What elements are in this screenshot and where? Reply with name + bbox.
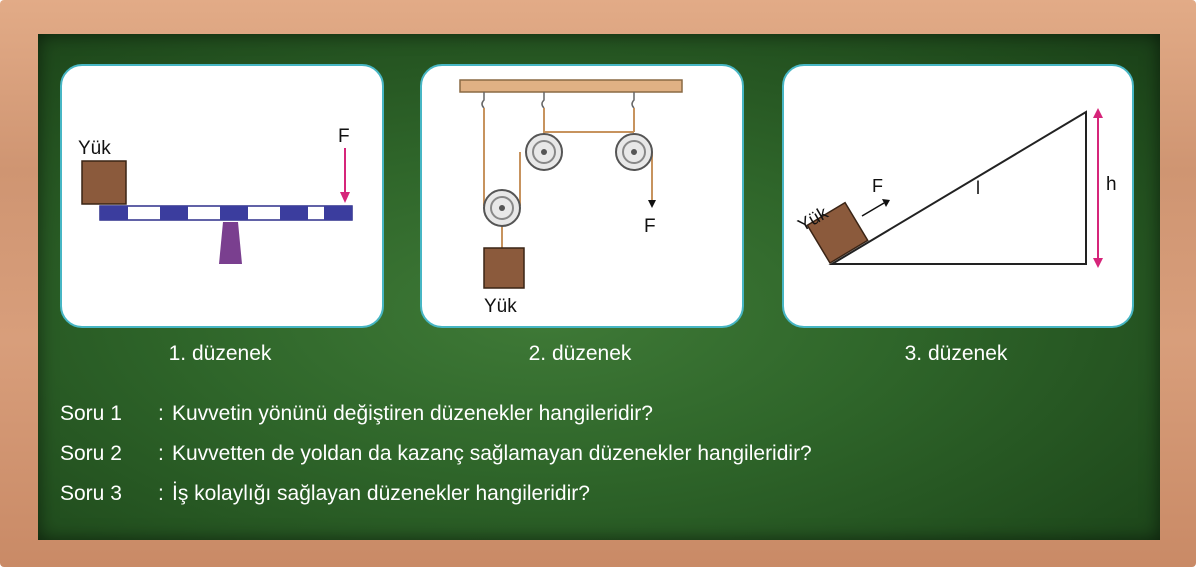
height-arrow-head: [1093, 108, 1103, 118]
lever-segment: [160, 206, 188, 220]
load-label: Yük: [78, 138, 111, 159]
pulley-diagram: F Yük: [459, 79, 683, 317]
height-arrow-head: [1093, 258, 1103, 268]
incline-diagram: Yük F l h: [794, 108, 1117, 268]
hook: [631, 92, 635, 109]
pulley-wheel: [483, 189, 521, 227]
question-text: İş kolaylığı sağlayan düzenekler hangile…: [172, 482, 590, 505]
force-arrow-head: [882, 199, 890, 207]
question-text: Kuvvetin yönünü değiştiren düzenekler ha…: [172, 402, 653, 425]
lever-diagram: Yük F: [78, 126, 353, 264]
incline-triangle: [828, 110, 1087, 265]
lever-segment: [220, 206, 248, 220]
hook: [481, 92, 485, 109]
question-2: Soru 2:Kuvvetten de yoldan da kazanç sağ…: [60, 442, 812, 465]
lever-segment: [100, 206, 128, 220]
force-label: F: [644, 216, 656, 237]
caption-3: 3. düzenek: [904, 342, 1008, 365]
fulcrum-shape: [219, 222, 242, 264]
load-box: [806, 201, 869, 265]
height-label: h: [1106, 174, 1117, 195]
question-text: Kuvvetten de yoldan da kazanç sağlamayan…: [172, 442, 812, 465]
question-label: Soru 3: [60, 482, 122, 505]
card-incline: Yük F l h: [782, 64, 1134, 328]
caption-1: 1. düzenek: [168, 342, 272, 365]
question-1: Soru 1:Kuvvetin yönünü değiştiren düzene…: [60, 402, 653, 425]
length-label: l: [976, 178, 980, 198]
card-pulleys: F Yük: [420, 64, 744, 328]
question-3: Soru 3:İş kolaylığı sağlayan düzenekler …: [60, 482, 590, 505]
load-label: Yük: [484, 296, 517, 317]
hook: [541, 92, 545, 109]
force-label: F: [338, 126, 350, 147]
pulley-wheel: [525, 133, 563, 171]
lever-segment: [324, 206, 352, 220]
load-box: [81, 160, 127, 205]
ceiling-beam: [459, 79, 683, 93]
lever-segment: [280, 206, 308, 220]
force-arrow-shaft: [861, 202, 885, 217]
caption-2: 2. düzenek: [528, 342, 632, 365]
force-label: F: [872, 176, 883, 196]
force-arrow-head: [648, 200, 656, 208]
question-label: Soru 2: [60, 442, 122, 465]
question-label: Soru 1: [60, 402, 122, 425]
card-lever: Yük F: [60, 64, 384, 328]
force-arrow-head: [340, 192, 350, 203]
pulley-wheel: [615, 133, 653, 171]
load-box: [483, 247, 525, 289]
